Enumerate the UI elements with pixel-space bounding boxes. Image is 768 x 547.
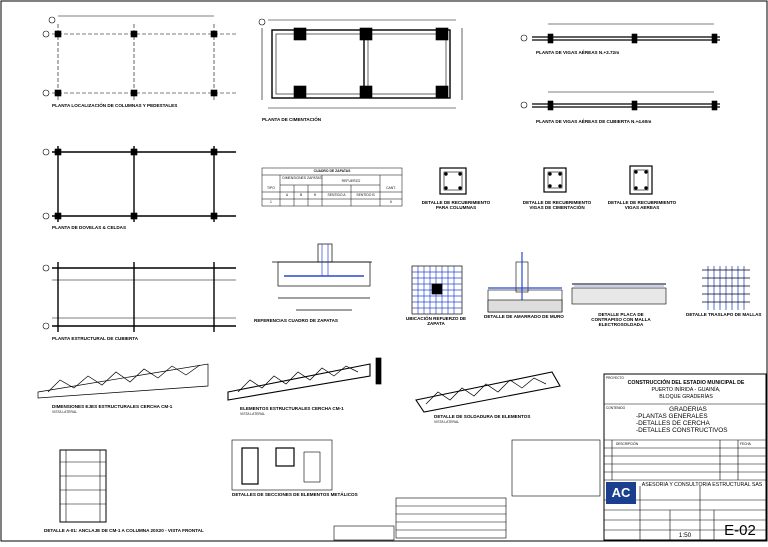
view-title-beams-2: PLANTA DE VIGAS AÉREAS DE CUBIERTA N.+4.… [536, 119, 652, 124]
sections-title: DETALLES DE SECCIONES DE ELEMENTOS METÁL… [232, 492, 358, 497]
zapatas-header-qty: CANT. [386, 186, 396, 190]
footing-section [272, 243, 372, 311]
truss-elem-title: ELEMENTOS ESTRUCTURALES CERCHA CM-1 [240, 406, 344, 411]
zapatas-sub-a: A [285, 193, 289, 197]
tb-project-label: PROYECTO [606, 376, 624, 380]
truss-weld-sub: VISTA LATERAL [434, 420, 460, 424]
det-mesh-title: DETALLE TRASLAPO DE MALLAS [686, 312, 762, 317]
tb-company: ASESORIA Y CONSULTORIA ESTRUCTURAL SAS [641, 482, 763, 488]
tb-project-line-3: BLOQUE GRADERÍAS [659, 394, 713, 400]
zapatas-sub-sb: SENTIDO B [356, 193, 375, 197]
zapatas-sub-sa: SENTIDO A [327, 193, 346, 197]
cover-details [439, 165, 653, 195]
view-title-foundation: PLANTA DE CIMENTACIÓN [262, 117, 322, 122]
tb-content-4: -DETALLES CONSTRUCTIVOS [636, 427, 728, 434]
det-found-title: DETALLE DE RECUBRIMIENTO VIGAS DE CIMENT… [522, 200, 592, 210]
view-title-beams-1: PLANTA DE VIGAS AÉREAS N.+3.72m [536, 50, 620, 55]
zapatas-table-title: CUADRO DE ZAPATAS [313, 169, 351, 173]
title-block-frame [603, 373, 767, 541]
ref-table-title: REFERENCIAS CUADRO DE ZAPATAS [254, 318, 338, 323]
zapatas-sub-b: B [299, 193, 303, 197]
truss-dims-sub: VISTA LATERAL [52, 410, 78, 414]
mesh-lap-detail [702, 266, 750, 310]
bottom-details [59, 439, 601, 541]
truss-views [37, 357, 561, 413]
zapatas-row-type: 1 [270, 200, 272, 204]
tb-sheet-number: E-02 [724, 522, 756, 539]
tb-project-line-1: CONSTRUCCIÓN DEL ESTADIO MUNICIPAL DE [627, 380, 745, 386]
det-plate-title: DETALLE PLACA DE CONTRAPISO CON MALLA EL… [591, 312, 651, 327]
tb-date-label: FECHA [740, 442, 751, 446]
zapatas-header-rebar: REFUERZO [341, 179, 361, 183]
truss-elem-sub: VISTA LATERAL [240, 412, 266, 416]
slab-detail [571, 283, 667, 305]
view-title-dowels: PLANTA DE DOVELAS & CELDAS [52, 225, 127, 230]
zapatas-table-grid [261, 167, 403, 207]
plan-roof-view [42, 262, 236, 332]
tb-scale: 1:50 [678, 532, 692, 539]
tb-content-2: -PLANTAS GENERALES [636, 413, 708, 420]
truss-weld-title: DETALLE DE SOLDADURA DE ELEMENTOS [434, 414, 531, 419]
tb-content-1: GRADERIAS [669, 406, 707, 413]
zapatas-header-type: TIPO [267, 186, 275, 190]
ubic-title: UBICACIÓN REFUERZO DE ZAPATA [405, 316, 467, 326]
plan-columns-view [42, 15, 236, 100]
view-title-roof: PLANTA ESTRUCTURAL DE CUBIERTA [52, 336, 139, 341]
company-logo: AC [611, 485, 631, 500]
tb-revisions-label: DESCRIPCIÓN [616, 442, 639, 446]
wall-anchor-detail [487, 252, 563, 313]
zapatas-header-dims: DIMENSIONES ZAPATAS [282, 176, 322, 180]
beam-plans-view [520, 23, 720, 111]
plan-foundation-view [258, 18, 463, 109]
tb-content-3: -DETALLES DE CERCHA [636, 420, 710, 427]
tb-project-line-2: PUERTO INÍRIDA - GUAINÍA, [651, 387, 721, 393]
det-anchor-title: DETALLE DE AMARRADO DE MURO [484, 314, 564, 319]
zapatas-sub-h: H [313, 193, 317, 197]
footing-reinforcement [411, 265, 463, 315]
view-title-columns: PLANTA LOCALIZACIÓN DE COLUMNAS Y PEDEST… [52, 103, 178, 108]
tb-content-label: CONTENIDO [606, 406, 626, 410]
det-beams-title: DETALLE DE RECUBRIMIENTO VIGAS AEREAS [607, 200, 677, 210]
plan-dowels-view [42, 146, 236, 222]
truss-dims-title: DIMENSIONES EJES ESTRUCTURALES CERCHA CM… [52, 404, 173, 409]
det-col-title: DETALLE DE RECUBRIMIENTO PARA COLUMNAS [421, 200, 491, 210]
zapatas-row-qty: 6 [390, 200, 392, 204]
anchor-detail-title: DETALLE A-01: ANCLAJE DE CM-1 A COLUMNA … [44, 528, 204, 533]
